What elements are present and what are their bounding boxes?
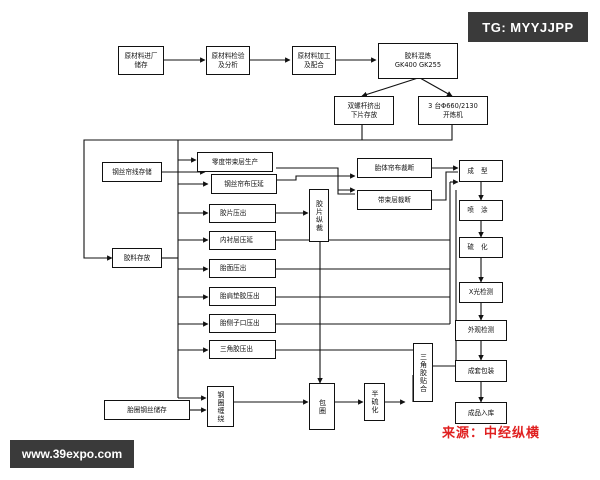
node-zero-degree-belt: 零度带束层生产 bbox=[197, 152, 273, 172]
node-body-ply-cutting: 胎体帘布裁断 bbox=[357, 158, 432, 178]
node-raw-material-inspection: 原材料检验 及分析 bbox=[206, 46, 250, 75]
node-toe-extrusion: 胎侧子口压出 bbox=[209, 314, 276, 333]
node-twin-screw-extruder: 双螺杆挤出 下片存放 bbox=[334, 96, 394, 125]
node-xray-inspection: X光检测 bbox=[459, 282, 503, 303]
node-shoulder-extrusion: 胎肩垫胶压出 bbox=[209, 287, 276, 306]
node-film-slitting: 胶片纵裁 bbox=[309, 189, 329, 242]
node-curing: 硫化 bbox=[459, 237, 503, 258]
node-compound-storage: 胶料存放 bbox=[112, 248, 162, 268]
node-bead-wrapping: 包圈 bbox=[309, 383, 335, 430]
watermark-top-right: TG: MYYJJPP bbox=[468, 12, 588, 42]
node-sheet-extrusion: 胶片压出 bbox=[209, 204, 276, 223]
watermark-bottom-left: www.39expo.com bbox=[10, 440, 134, 468]
source-label: 来源：中经纵横 bbox=[442, 426, 541, 441]
node-belt-cutting: 带束层裁断 bbox=[357, 190, 432, 210]
node-packaging: 成套包装 bbox=[455, 360, 507, 382]
node-steel-cord-calender: 钢丝帘布压延 bbox=[211, 174, 277, 194]
node-building: 成型 bbox=[459, 160, 503, 182]
node-raw-material-processing: 原材料加工 及配合 bbox=[292, 46, 336, 75]
node-open-mill: 3 台Φ660/2130 开炼机 bbox=[418, 96, 488, 125]
node-visual-inspection: 外观检测 bbox=[455, 320, 507, 341]
node-bead-winding: 钢圈缠绕 bbox=[207, 386, 234, 427]
node-tread-extrusion: 胎面压出 bbox=[209, 259, 276, 278]
node-apex-extrusion: 三角胶压出 bbox=[209, 340, 276, 359]
node-compound-mixing: 胶料混炼 GK400 GK255 bbox=[378, 43, 458, 79]
node-bead-wire-storage: 胎圈钢丝储存 bbox=[104, 400, 190, 420]
node-steel-cord-storage: 钢丝帘线存储 bbox=[102, 162, 162, 182]
node-inner-liner: 内衬层压延 bbox=[209, 231, 276, 250]
node-spraying: 喷涂 bbox=[459, 200, 503, 221]
node-apex-fitting: 三角胶贴合 bbox=[413, 343, 433, 402]
node-warehouse: 成品入库 bbox=[455, 402, 507, 424]
node-semi-curing: 半硫化 bbox=[364, 383, 385, 421]
node-raw-material-storage: 原材料进厂 储存 bbox=[118, 46, 164, 75]
